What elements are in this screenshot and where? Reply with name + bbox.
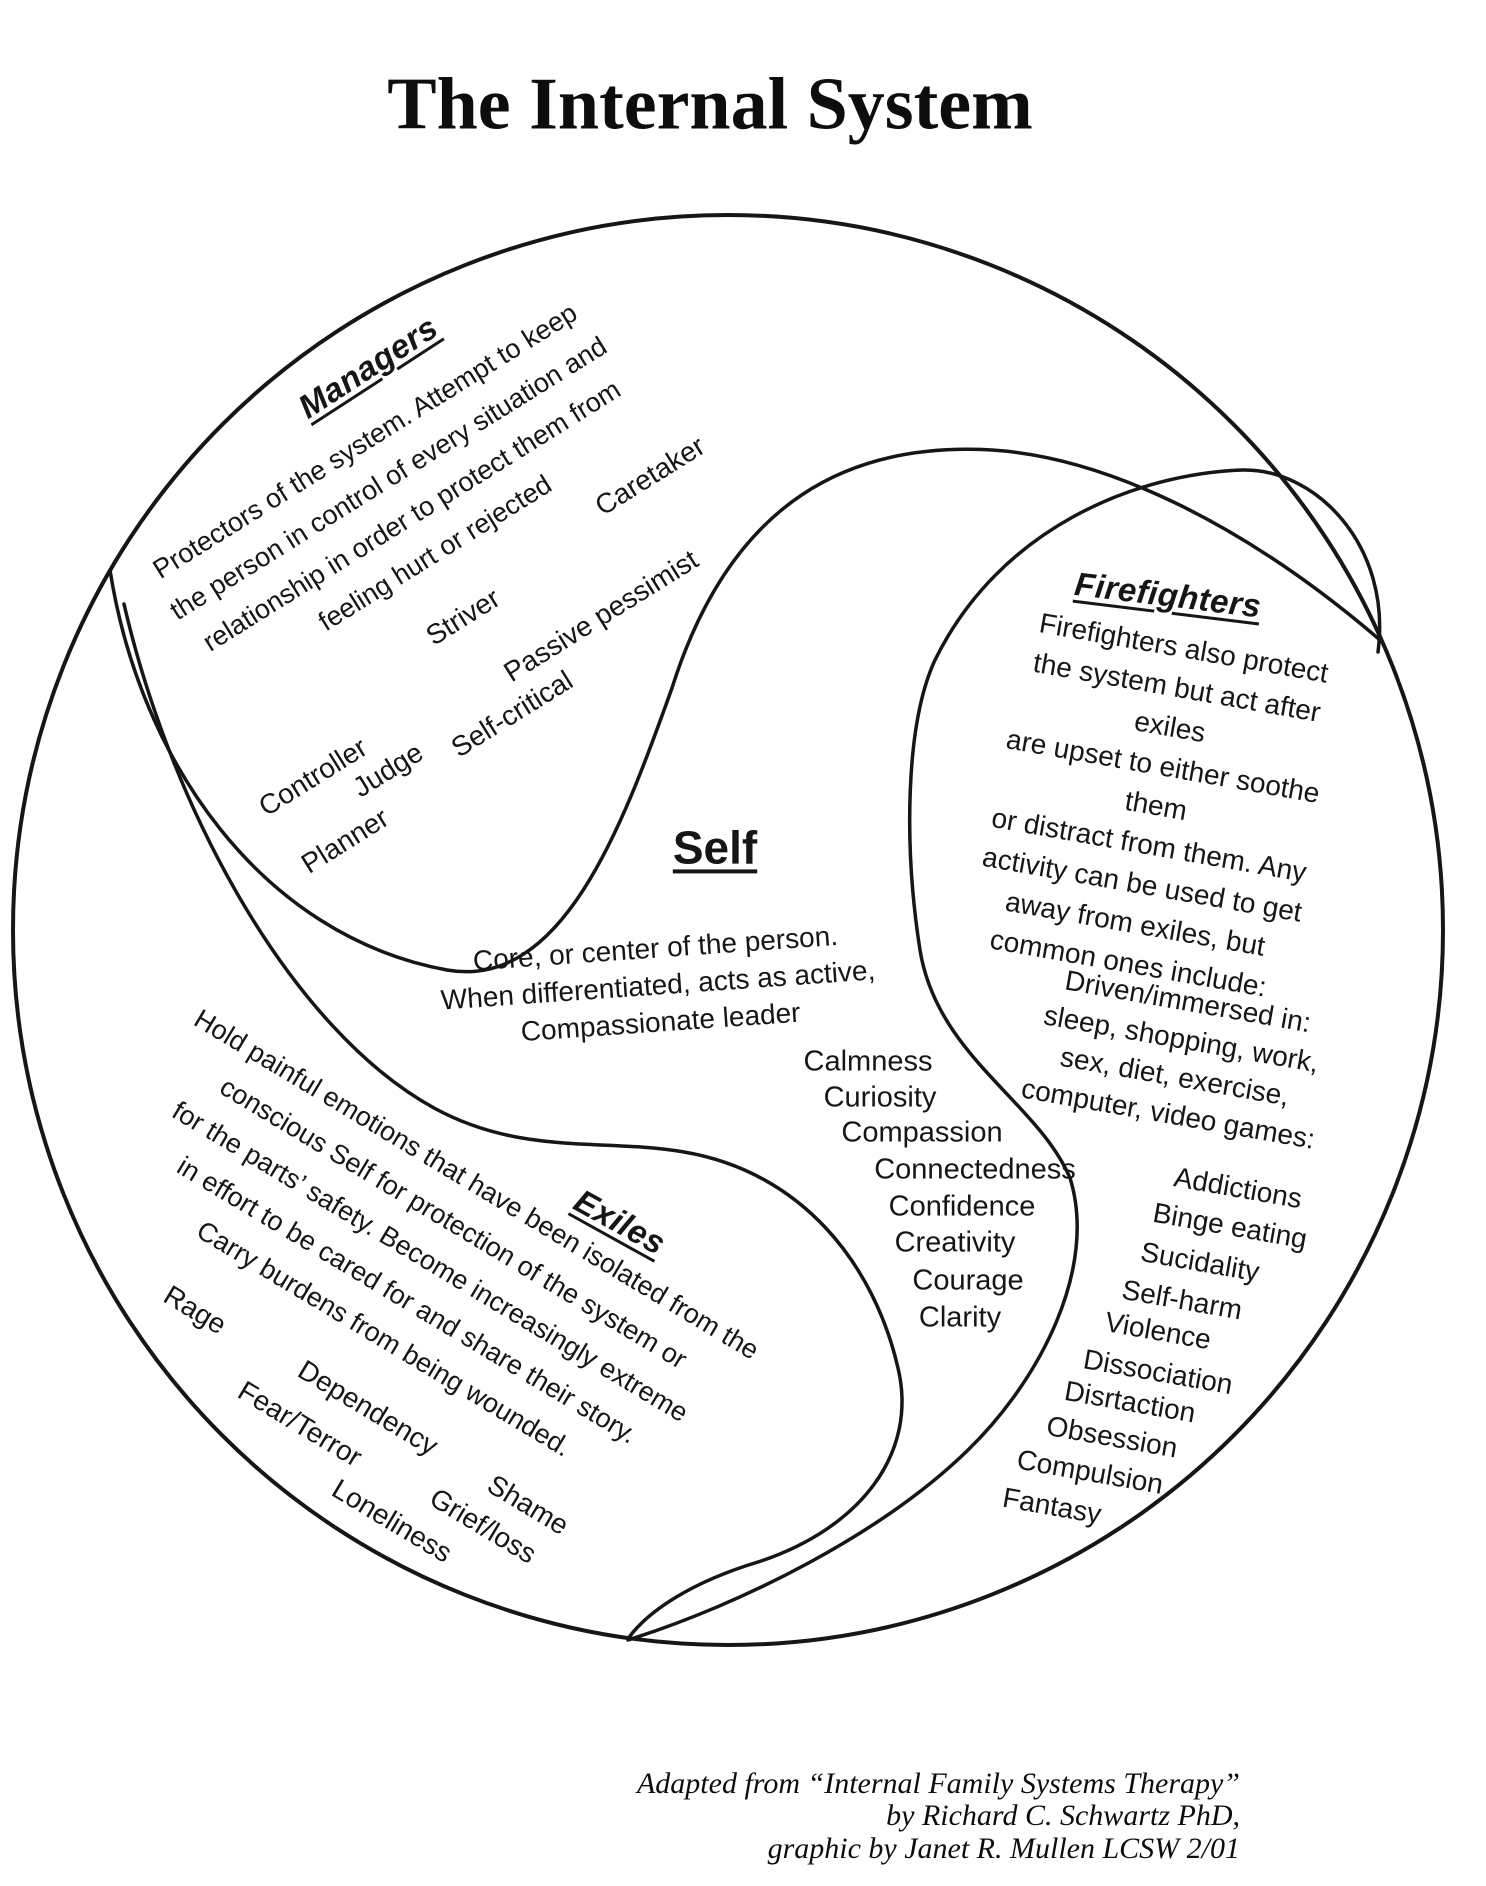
- self-title: Self: [672, 821, 758, 874]
- outer-circle: [11, 213, 1445, 1647]
- attribution: Adapted from “Internal Family Systems Th…: [636, 1767, 1240, 1865]
- self-quality-courage: Courage: [912, 1264, 1024, 1297]
- self-quality-creativity: Creativity: [894, 1226, 1016, 1259]
- self-quality-clarity: Clarity: [918, 1301, 1002, 1334]
- self-quality-confidence: Confidence: [888, 1190, 1036, 1223]
- exiles-region-boundary: [122, 602, 904, 1638]
- firefighters-region-boundary: [626, 468, 1382, 1642]
- self-quality-curiosity: Curiosity: [823, 1081, 937, 1114]
- self-quality-compassion: Compassion: [841, 1116, 1003, 1149]
- self-quality-calmness: Calmness: [803, 1045, 933, 1078]
- firefighters-description: Firefighters also protect the system but…: [980, 607, 1331, 1003]
- self-quality-connectedness: Connectedness: [874, 1153, 1076, 1186]
- managers-region-boundary: [108, 447, 1382, 974]
- page-title: The Internal System: [387, 63, 1033, 146]
